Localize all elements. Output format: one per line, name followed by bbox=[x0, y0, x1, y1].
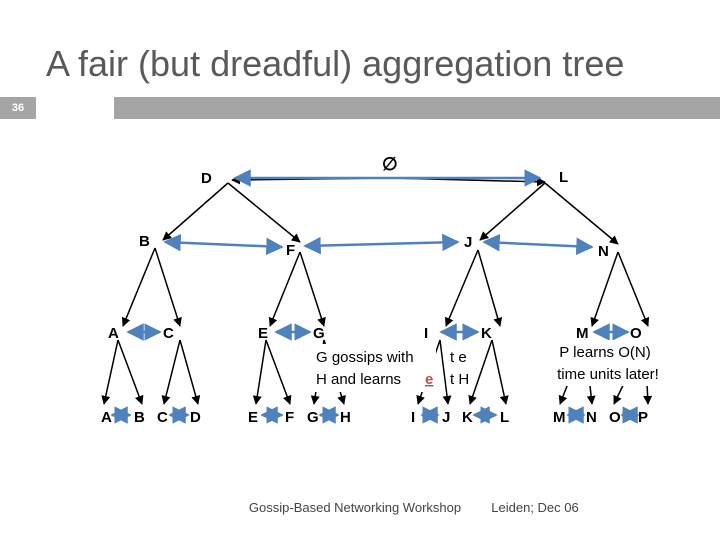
slide-title: A fair (but dreadful) aggregation tree bbox=[46, 43, 625, 84]
edge-i3-j bbox=[439, 339, 452, 405]
callout-p-line1: P learns O(N) bbox=[559, 344, 650, 361]
node-j: J bbox=[464, 234, 472, 251]
hidden-callout-text: t e t H bbox=[450, 349, 469, 388]
edge-k3-k bbox=[468, 339, 493, 405]
edge-b-c3 bbox=[154, 247, 182, 327]
node-l: L bbox=[559, 169, 568, 186]
callout-g-line2: H and learns bbox=[316, 371, 401, 388]
edge-f-e3 bbox=[268, 251, 301, 327]
node-a-level3: A bbox=[108, 325, 119, 342]
callout-g-gossips: G gossips with H and learns e bbox=[314, 331, 436, 392]
node-o-level3: O bbox=[630, 325, 642, 342]
edge-j-i3 bbox=[444, 249, 479, 327]
leaf-j: J bbox=[442, 409, 450, 426]
node-e-level3: E bbox=[258, 325, 268, 342]
node-f: F bbox=[286, 242, 295, 259]
leaf-b: B bbox=[134, 409, 145, 426]
node-n: N bbox=[598, 243, 609, 260]
callout-p-line2: time units later! bbox=[557, 366, 659, 383]
edge-l-n bbox=[544, 182, 619, 245]
slide-number: 36 bbox=[0, 97, 36, 119]
title-bar bbox=[114, 97, 720, 119]
node-g-level3: G bbox=[313, 325, 325, 342]
edge-a3-a bbox=[101, 339, 119, 405]
tree-edges bbox=[101, 175, 653, 405]
edge-d-b bbox=[162, 182, 229, 241]
leaf-o: O bbox=[609, 409, 621, 426]
node-b: B bbox=[139, 233, 150, 250]
footer-location-date: Leiden; Dec 06 bbox=[491, 500, 579, 515]
edge-n-m3 bbox=[590, 251, 619, 327]
callout-g-line1: G gossips with bbox=[316, 349, 414, 366]
leaf-m: M bbox=[553, 409, 566, 426]
leaf-e: E bbox=[248, 409, 258, 426]
callout-p-learns: P learns O(N) time units later! bbox=[528, 340, 682, 398]
edge-a3-b bbox=[117, 339, 144, 405]
edge-e3-e bbox=[252, 339, 267, 405]
leaf-h: H bbox=[340, 409, 351, 426]
leaf-g: G bbox=[307, 409, 319, 426]
leaf-f: F bbox=[285, 409, 294, 426]
leaf-n: N bbox=[586, 409, 597, 426]
edge-c3-d bbox=[179, 339, 201, 405]
leaf-i: I bbox=[411, 409, 415, 426]
leaf-a: A bbox=[101, 409, 112, 426]
edge-b-a3 bbox=[121, 247, 156, 327]
edge-k3-l bbox=[491, 339, 509, 405]
edge-l-j bbox=[479, 182, 546, 241]
leaf-k: K bbox=[462, 409, 473, 426]
callout-p-bubble bbox=[528, 340, 682, 398]
edge-e3-f bbox=[265, 339, 292, 405]
edge-n-o3 bbox=[617, 251, 650, 327]
agg-arrow-fj bbox=[303, 233, 460, 255]
callout-g-highlight: e bbox=[425, 371, 433, 388]
footer-workshop: Gossip-Based Networking Workshop bbox=[248, 500, 462, 515]
edge-d-f bbox=[227, 182, 301, 243]
node-m-level3: M bbox=[576, 325, 589, 342]
leaf-l: L bbox=[500, 409, 509, 426]
hidden-text-line1: t e bbox=[450, 349, 467, 366]
edge-j-k3 bbox=[477, 249, 503, 327]
node-root: ∅ bbox=[382, 154, 398, 174]
agg-arrow-jn bbox=[482, 233, 594, 256]
node-k-level3: K bbox=[481, 325, 492, 342]
aggregation-arrows bbox=[110, 169, 640, 424]
agg-arrow-bf bbox=[163, 233, 284, 256]
leaf-d: D bbox=[190, 409, 201, 426]
node-d: D bbox=[201, 170, 212, 187]
edge-c3-c bbox=[161, 339, 181, 405]
node-c-level3: C bbox=[163, 325, 174, 342]
edge-f-g3 bbox=[299, 251, 326, 327]
callout-g-bubble bbox=[314, 331, 436, 392]
leaf-c: C bbox=[157, 409, 168, 426]
node-i-level3: I bbox=[424, 325, 428, 342]
leaf-p: P bbox=[638, 409, 648, 426]
hidden-text-line2: t H bbox=[450, 371, 469, 388]
